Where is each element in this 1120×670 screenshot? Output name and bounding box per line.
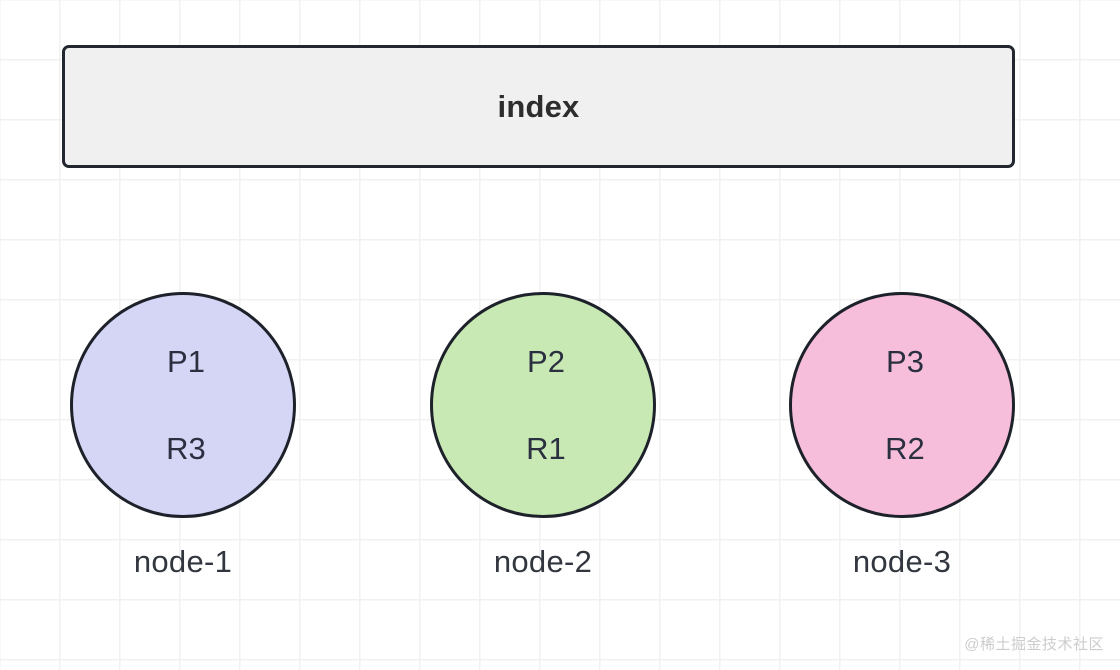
node-3-circle: P3 R2 xyxy=(789,292,1015,518)
node-2-primary-shard: P2 xyxy=(527,344,565,379)
watermark: @稀土掘金技术社区 xyxy=(964,636,1104,653)
node-1: P1 R3 node-1 xyxy=(70,292,296,579)
node-3: P3 R2 node-3 xyxy=(789,292,1015,579)
node-1-replica-shard: R3 xyxy=(166,431,206,466)
node-2-replica-shard: R1 xyxy=(526,431,566,466)
node-3-replica-shard: R2 xyxy=(885,431,925,466)
index-bar: index xyxy=(62,45,1015,168)
node-2: P2 R1 node-2 xyxy=(430,292,656,579)
node-3-primary-shard: P3 xyxy=(886,344,924,379)
node-1-caption: node-1 xyxy=(133,544,233,579)
node-3-caption: node-3 xyxy=(852,544,952,579)
index-bar-label: index xyxy=(497,88,580,124)
node-1-primary-shard: P1 xyxy=(167,344,205,379)
node-1-circle: P1 R3 xyxy=(70,292,296,518)
node-2-caption: node-2 xyxy=(493,544,593,579)
node-2-circle: P2 R1 xyxy=(430,292,656,518)
